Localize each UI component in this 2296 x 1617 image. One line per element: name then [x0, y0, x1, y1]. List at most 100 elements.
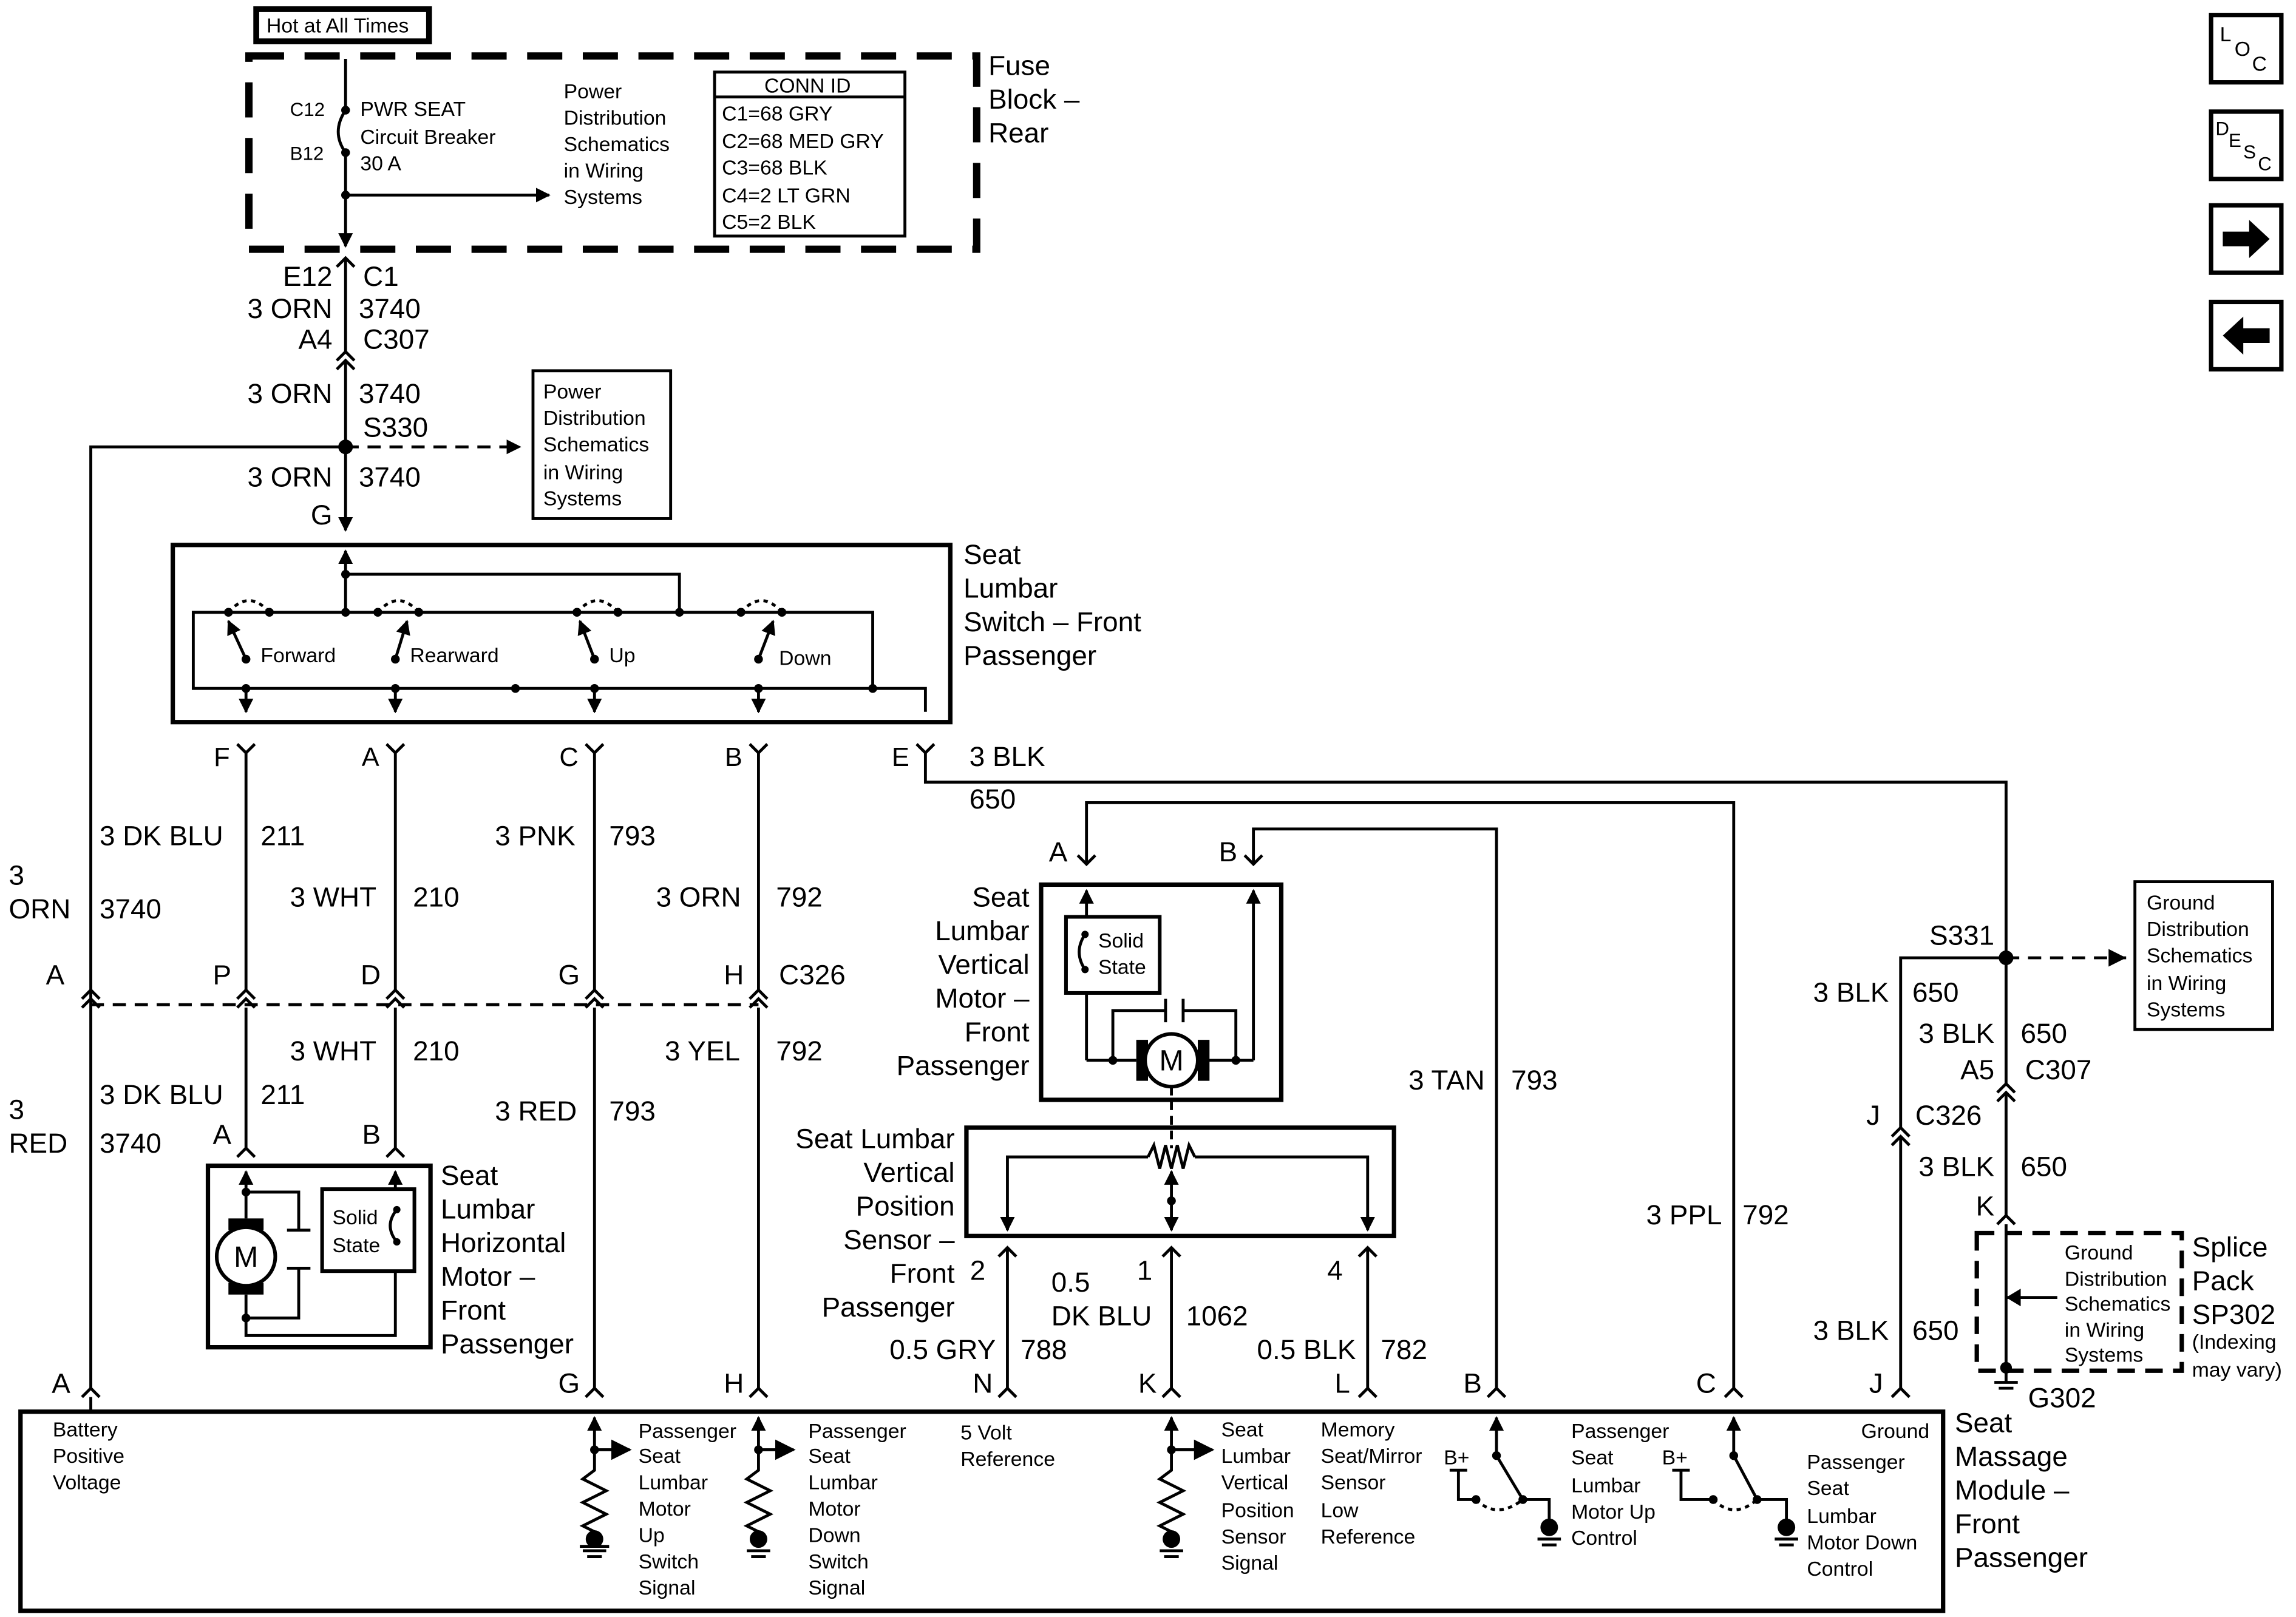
motor-up-1: Passenger: [1571, 1420, 1669, 1443]
switch-title-4: Passenger: [963, 640, 1096, 671]
module-pin-c: C: [1696, 1368, 1716, 1398]
fuse-block-title-1: Fuse: [988, 50, 1050, 81]
tan-wire-color: 3 TAN: [1408, 1065, 1485, 1096]
fuse-block-title-3: Rear: [988, 118, 1048, 149]
up-signal-1: Passenger: [639, 1420, 736, 1443]
conn-id-row: C1=68 GRY: [722, 102, 832, 125]
up-signal-5: Up: [639, 1524, 665, 1547]
sensor-title-5: Front: [890, 1258, 955, 1289]
down-signal-7: Signal: [808, 1576, 865, 1599]
breaker-label-2: Circuit Breaker: [360, 126, 495, 149]
ppl-wire-color: 3 PPL: [1646, 1199, 1722, 1230]
down-signal-circuit: [743, 1415, 796, 1535]
wire-b-color: 3 ORN: [656, 882, 741, 913]
module-title-2: Massage: [1955, 1441, 2068, 1472]
c307-label: C307: [363, 324, 430, 355]
sensor-w2-circuit: 788: [1021, 1334, 1067, 1365]
wire-f-color: 3 DK BLU: [100, 820, 223, 851]
horiz-solid-state-box: [320, 1187, 416, 1273]
horiz-title-4: Motor –: [441, 1261, 535, 1292]
s330-label: S330: [363, 412, 428, 442]
j-blk-circuit: 650: [1912, 977, 1958, 1008]
circuit-breaker-symbol: [336, 109, 347, 154]
j-blk-color: 3 BLK: [1813, 977, 1889, 1008]
motor-up-2: Seat: [1571, 1446, 1614, 1470]
loc-letter-l: L: [2220, 23, 2232, 46]
module-pin-h: H: [724, 1368, 744, 1398]
position-signal-circuit: [1156, 1415, 1215, 1535]
wire-h-circuit: 792: [776, 1036, 822, 1066]
splice-pack-box: [1974, 1230, 2184, 1373]
sensor-w4-circuit: 782: [1381, 1334, 1427, 1365]
bplus-label-1: B+: [1444, 1446, 1469, 1470]
sensor-title-3: Position: [856, 1191, 955, 1222]
conn-id-row: C5=2 BLK: [722, 211, 816, 234]
wire-g-circuit: 793: [609, 1096, 655, 1127]
horiz-title-2: Lumbar: [441, 1193, 535, 1224]
ground-ref-box: [2133, 880, 2274, 1031]
blk2-color: 3 BLK: [1918, 1018, 1994, 1049]
sensor-w1-circuit: 1062: [1186, 1300, 1248, 1331]
vert-solid-state-2: State: [1098, 956, 1146, 979]
up-signal-circuit: [579, 1415, 632, 1548]
module-title-5: Passenger: [1955, 1542, 2088, 1573]
wire-g-color: 3 RED: [495, 1096, 577, 1127]
pos-signal-3: Vertical: [1221, 1471, 1289, 1494]
power-ref-2-box: [531, 369, 673, 520]
wire-left-color-1: 3: [8, 859, 24, 890]
low-ref-1: Memory: [1321, 1419, 1395, 1442]
horiz-solid-state-2: State: [333, 1234, 381, 1257]
horiz-pin-a: A: [213, 1119, 232, 1150]
next-button[interactable]: [2209, 203, 2284, 275]
power-ref-1-line5: Systems: [564, 186, 642, 209]
c1-label: C1: [363, 261, 399, 292]
feed-wire2-circuit: 3740: [359, 378, 421, 409]
blk3-color: 3 BLK: [1918, 1151, 1994, 1182]
sensor-w2-color: 0.5 GRY: [889, 1334, 996, 1365]
loc-button[interactable]: L O C: [2209, 13, 2284, 85]
switch-pin-e: E: [892, 743, 909, 772]
module-title-1: Seat: [1955, 1408, 2012, 1439]
conn-id-table: [713, 70, 907, 238]
switch-pin-f: F: [214, 743, 230, 772]
splice-ground-4: in Wiring: [2065, 1319, 2144, 1342]
blk2-circuit: 650: [2021, 1018, 2067, 1049]
vert-title-2: Lumbar: [935, 915, 1029, 946]
ground-ref-5: Systems: [2147, 998, 2225, 1022]
pos-signal-4: Position: [1221, 1499, 1294, 1522]
lower-left-color-2: RED: [8, 1128, 67, 1159]
power-ref-2-line2: Distribution: [543, 407, 646, 430]
splice-title-5: may vary): [2192, 1358, 2282, 1381]
up-signal-2: Seat: [639, 1445, 681, 1468]
motor-down-2: Seat: [1807, 1477, 1849, 1500]
pos-signal-2: Lumbar: [1221, 1445, 1291, 1468]
module-pin-a: A: [52, 1368, 70, 1398]
module-pin-n: N: [973, 1368, 993, 1398]
vert-title-6: Passenger: [897, 1050, 1030, 1081]
desc-button[interactable]: D E S C: [2209, 109, 2284, 181]
wire-h-color: 3 YEL: [665, 1036, 740, 1066]
battery-label-1: Battery: [53, 1419, 118, 1442]
splice-title-4: (Indexing: [2192, 1331, 2277, 1354]
wire-left-color-2: ORN: [8, 893, 70, 924]
conn-id-title: CONN ID: [764, 75, 851, 98]
ref5v-1: 5 Volt: [960, 1422, 1012, 1445]
sensor-title-1: Seat Lumbar: [795, 1124, 954, 1154]
down-signal-3: Lumbar: [808, 1471, 877, 1494]
module-title-4: Front: [1955, 1508, 2020, 1539]
desc-letter-s: S: [2243, 141, 2256, 163]
feed-wire3-color: 3 ORN: [248, 461, 333, 492]
motor-down-4: Motor Down: [1807, 1531, 1917, 1554]
horiz-title-5: Front: [441, 1295, 506, 1326]
module-pin-b: B: [1463, 1368, 1482, 1398]
tan-wire-circuit: 793: [1511, 1065, 1557, 1096]
low-ref-3: Sensor: [1321, 1471, 1386, 1494]
hot-label-box: [253, 6, 432, 44]
arrow-left-icon: [2223, 316, 2270, 355]
feed-wire1-color: 3 ORN: [248, 293, 333, 324]
hot-label: Hot at All Times: [267, 15, 409, 38]
ref5v-2: Reference: [960, 1448, 1055, 1471]
previous-button[interactable]: [2209, 299, 2284, 372]
desc-letter-c: C: [2258, 153, 2272, 174]
vert-solid-state-1: Solid: [1098, 929, 1144, 952]
